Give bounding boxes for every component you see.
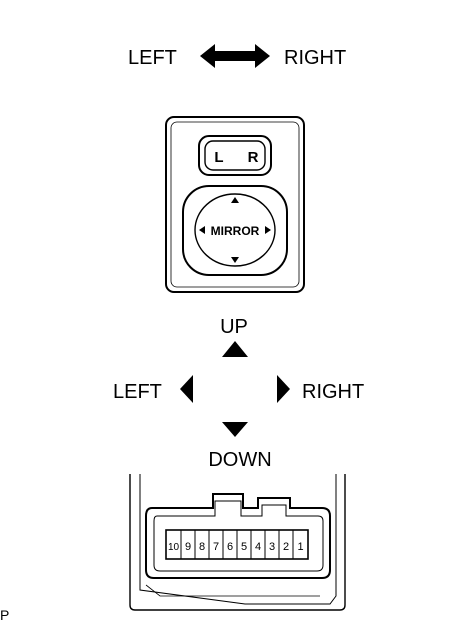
mirror-adjust-pad[interactable]: MIRROR (182, 185, 288, 276)
pin-label: 2 (283, 541, 289, 553)
double-arrow-icon (200, 44, 270, 68)
selector-right-label: RIGHT (284, 47, 346, 69)
mirror-button-label: MIRROR (211, 224, 260, 238)
pin-label: 5 (241, 541, 247, 553)
left-arrow-icon (180, 375, 193, 403)
switch-l-label: L (214, 149, 223, 166)
direction-down-label: DOWN (208, 449, 271, 471)
corner-code: P (0, 607, 9, 623)
pad-right-arrow-icon (265, 226, 271, 234)
pin-label: 8 (199, 541, 205, 553)
pin-label: 9 (185, 541, 191, 553)
direction-left-label: LEFT (113, 381, 162, 403)
mirror-switch: L R MIRROR (165, 116, 305, 293)
switch-r-label: R (248, 149, 259, 166)
direction-right-label: RIGHT (302, 381, 364, 403)
direction-up-label: UP (220, 316, 248, 338)
selector-left-label: LEFT (128, 47, 177, 69)
pad-left-arrow-icon (199, 226, 205, 234)
up-arrow-icon (222, 341, 248, 357)
lr-selector-switch[interactable]: L R (198, 135, 272, 176)
down-arrow-icon (222, 422, 248, 437)
pin-label: 7 (213, 541, 219, 553)
pad-down-arrow-icon (231, 257, 239, 263)
pin-label: 6 (227, 541, 233, 553)
connector-pin-grid: 10 9 8 7 6 5 4 3 2 1 (165, 529, 309, 560)
pad-up-arrow-icon (231, 197, 239, 203)
pin-label: 4 (255, 541, 261, 553)
pin-label: 3 (269, 541, 275, 553)
right-arrow-icon (277, 375, 290, 403)
pin-label: 1 (297, 541, 303, 553)
pin-label: 10 (168, 542, 180, 553)
connector-housing (129, 474, 346, 611)
